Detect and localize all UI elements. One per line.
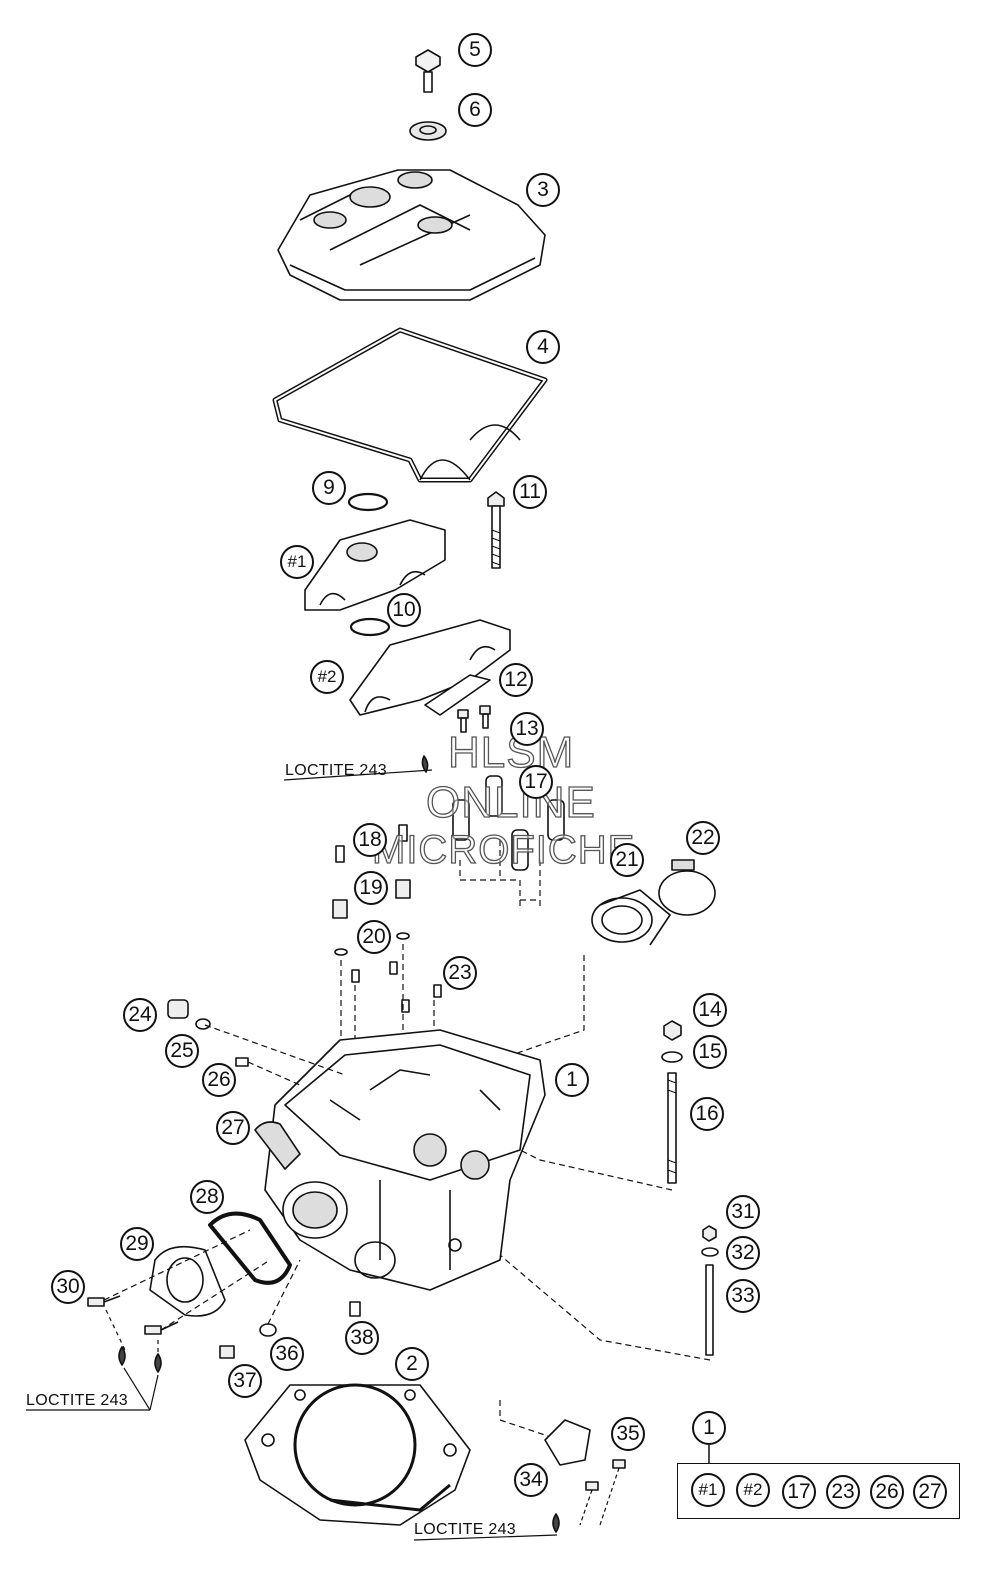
callout-27: 27 bbox=[216, 1111, 250, 1145]
part-bolt-5 bbox=[415, 49, 441, 93]
callout-36: 36 bbox=[270, 1337, 304, 1371]
loctite-label-1: LOCTITE 243 bbox=[285, 762, 388, 779]
callout-kit-1: 1 bbox=[692, 1411, 726, 1445]
part-head-gasket-2 bbox=[244, 1383, 471, 1526]
callout-22: 22 bbox=[686, 821, 720, 855]
part-valve-lifters-17 bbox=[452, 775, 565, 871]
watermark-line-3: MICROFICHE bbox=[371, 827, 636, 872]
callout-25: 25 bbox=[165, 1034, 199, 1068]
part-plugs-19 bbox=[332, 879, 411, 919]
callout-28: 28 bbox=[190, 1180, 224, 1214]
watermark-line-2: ONLINE bbox=[425, 777, 596, 827]
callout-23: 23 bbox=[443, 956, 477, 990]
kit-item-17: 17 bbox=[782, 1475, 816, 1509]
callout-10: 10 bbox=[387, 593, 421, 627]
part-bolt-11 bbox=[487, 491, 505, 569]
callout-32: 32 bbox=[726, 1236, 760, 1270]
part-nut-14 bbox=[663, 1020, 682, 1041]
loctite-label-3: LOCTITE 243 bbox=[414, 1521, 517, 1538]
loctite-label-2: LOCTITE 243 bbox=[26, 1392, 129, 1409]
part-plate-12 bbox=[424, 674, 491, 716]
kit-item-hash-1: #1 bbox=[691, 1473, 725, 1507]
callout-37: 37 bbox=[228, 1364, 262, 1398]
kit-item-hash-2: #2 bbox=[736, 1473, 770, 1507]
part-cylinder-head-1 bbox=[264, 1029, 546, 1291]
callout-11: 11 bbox=[513, 475, 547, 509]
callout-15: 15 bbox=[693, 1035, 727, 1069]
part-oring-9 bbox=[347, 492, 389, 512]
part-intake-flange-21 bbox=[591, 889, 671, 946]
callout-17: 17 bbox=[519, 765, 553, 799]
callout-34: 34 bbox=[514, 1463, 548, 1497]
callout-9: 9 bbox=[312, 471, 346, 505]
callout-14: 14 bbox=[693, 993, 727, 1027]
kit-contents-box bbox=[677, 1463, 960, 1519]
callout-19: 19 bbox=[354, 871, 388, 905]
callout-1: 1 bbox=[555, 1063, 589, 1097]
callout-3: 3 bbox=[526, 173, 560, 207]
callout-hash-2: #2 bbox=[310, 660, 344, 694]
part-seal-washer-6 bbox=[409, 121, 447, 141]
callout-31: 31 bbox=[726, 1195, 760, 1229]
callout-33: 33 bbox=[726, 1279, 760, 1313]
part-screws-18 bbox=[335, 824, 408, 863]
callout-26: 26 bbox=[202, 1063, 236, 1097]
kit-item-27: 27 bbox=[913, 1475, 947, 1509]
callout-2: 2 bbox=[395, 1347, 429, 1381]
callout-35: 35 bbox=[611, 1417, 645, 1451]
callout-20: 20 bbox=[357, 920, 391, 954]
part-dowels-23 bbox=[351, 961, 442, 1013]
part-cover-plate-34 bbox=[544, 1419, 591, 1466]
part-valve-cover-3 bbox=[277, 169, 546, 301]
part-stud-16 bbox=[667, 1072, 677, 1184]
part-cover-gasket-4 bbox=[272, 327, 548, 483]
callout-hash-1: #1 bbox=[280, 545, 314, 579]
part-hose-clamp-22 bbox=[658, 859, 716, 916]
callout-29: 29 bbox=[120, 1227, 154, 1261]
callout-6: 6 bbox=[458, 93, 492, 127]
callout-30: 30 bbox=[51, 1270, 85, 1304]
callout-18: 18 bbox=[353, 823, 387, 857]
callout-38: 38 bbox=[345, 1321, 379, 1355]
part-exhaust-flange-29 bbox=[149, 1245, 226, 1317]
kit-item-23: 23 bbox=[826, 1475, 860, 1509]
callout-21: 21 bbox=[610, 843, 644, 877]
callout-4: 4 bbox=[526, 330, 560, 364]
part-screws-13 bbox=[457, 705, 491, 733]
part-washer-15 bbox=[661, 1051, 683, 1063]
part-bearing-bridge-2 bbox=[349, 619, 511, 716]
part-bearing-bridge-1 bbox=[304, 519, 446, 611]
kit-item-26: 26 bbox=[870, 1475, 904, 1509]
part-gasket-28 bbox=[208, 1211, 292, 1285]
callout-24: 24 bbox=[123, 998, 157, 1032]
callout-5: 5 bbox=[458, 33, 492, 67]
part-oring-10 bbox=[349, 617, 391, 637]
callout-12: 12 bbox=[499, 663, 533, 697]
callout-13: 13 bbox=[510, 712, 544, 746]
callout-16: 16 bbox=[690, 1097, 724, 1131]
